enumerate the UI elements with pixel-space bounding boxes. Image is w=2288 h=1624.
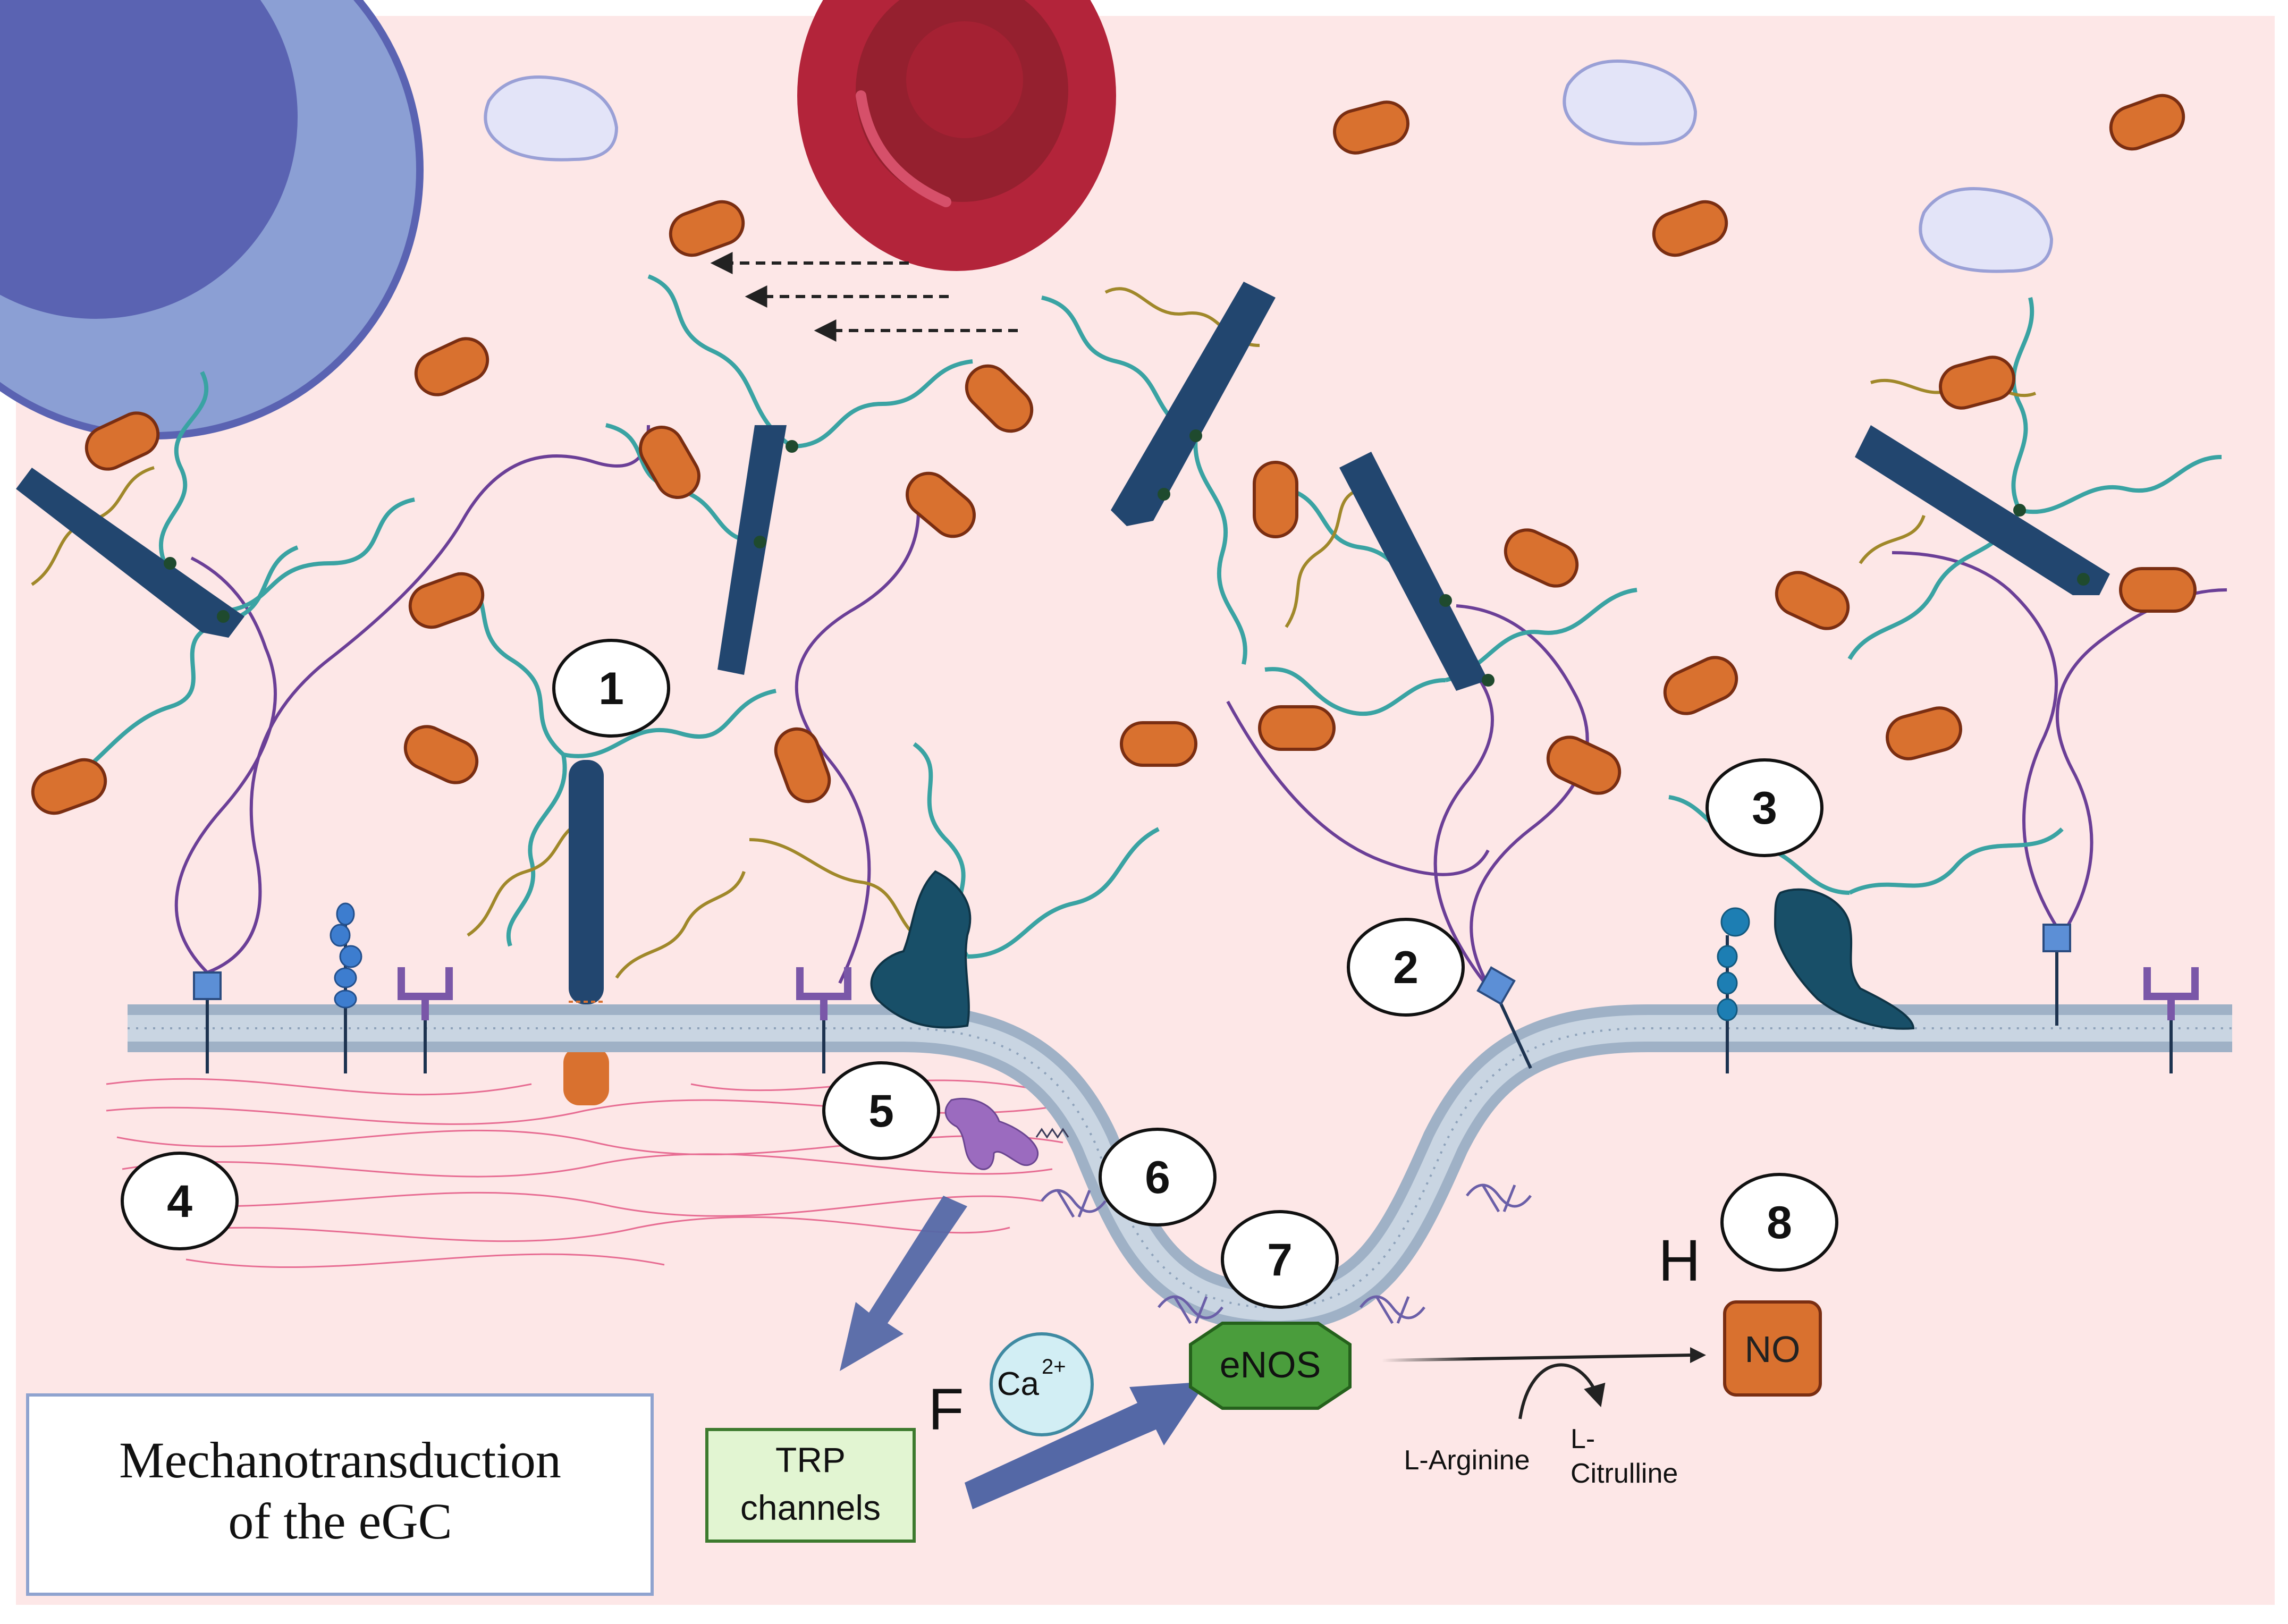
marker-1: 1 xyxy=(552,639,670,738)
caveolin-coat xyxy=(1041,1183,1532,1324)
calcium-ion-label: Ca xyxy=(997,1366,1040,1402)
l-arginine-label: L-Arginine xyxy=(1404,1445,1530,1476)
marker-8: 8 xyxy=(1720,1173,1838,1272)
enos-label: eNOS xyxy=(1220,1344,1321,1385)
marker-2-label: 2 xyxy=(1393,942,1419,993)
marker-2: 2 xyxy=(1347,918,1465,1017)
membrane-receptors xyxy=(193,902,2199,1073)
marker-6: 6 xyxy=(1099,1128,1217,1227)
trp-label-line2: channels xyxy=(740,1488,881,1527)
letter-h: H xyxy=(1658,1228,1700,1293)
marker-6-label: 6 xyxy=(1145,1152,1170,1203)
syndecan-core-protein xyxy=(563,760,609,1105)
title-line2: of the eGC xyxy=(228,1493,452,1550)
marker-3: 3 xyxy=(1706,758,1823,857)
core-proteins xyxy=(16,282,2110,691)
trp-label-line1: TRP xyxy=(775,1440,846,1479)
l-citrulline-label-line2: Citrulline xyxy=(1571,1458,1678,1489)
marker-7: 7 xyxy=(1221,1210,1339,1309)
letter-f: F xyxy=(928,1377,964,1442)
calcium-ion-charge: 2+ xyxy=(1042,1355,1066,1378)
marker-4-label: 4 xyxy=(167,1176,192,1227)
marker-4: 4 xyxy=(121,1152,239,1250)
shear-flow-arrows xyxy=(710,252,1018,342)
signal-arrows xyxy=(840,1196,1206,1509)
nitric-oxide: NO xyxy=(1723,1300,1822,1397)
marker-7-label: 7 xyxy=(1267,1234,1293,1285)
marker-5: 5 xyxy=(822,1061,940,1160)
cd44-receptors xyxy=(870,870,1915,1030)
platelets xyxy=(484,60,2054,273)
title-box: Mechanotransduction of the eGC xyxy=(26,1393,654,1596)
marker-3-label: 3 xyxy=(1752,783,1777,834)
membrane-associated-kinase xyxy=(944,1097,1069,1170)
core-protein-attachment-points xyxy=(164,429,2090,687)
marker-5-label: 5 xyxy=(868,1086,894,1137)
calcium-ion: Ca 2+ xyxy=(990,1332,1094,1436)
marker-8-label: 8 xyxy=(1767,1197,1792,1248)
red-blood-cell xyxy=(797,0,1116,271)
marker-1-label: 1 xyxy=(598,663,624,714)
l-citrulline-label-line1: L- xyxy=(1571,1424,1595,1454)
heparan-sulfate-chains xyxy=(41,274,2222,959)
no-synthesis-arrow xyxy=(1381,1347,1706,1419)
albumin-molecules xyxy=(31,94,2197,815)
enos-enzyme: eNOS xyxy=(1189,1322,1352,1410)
trp-channels-box: TRP channels xyxy=(705,1428,916,1543)
title-line1: Mechanotransduction xyxy=(119,1432,561,1488)
nitric-oxide-label: NO xyxy=(1745,1329,1801,1370)
